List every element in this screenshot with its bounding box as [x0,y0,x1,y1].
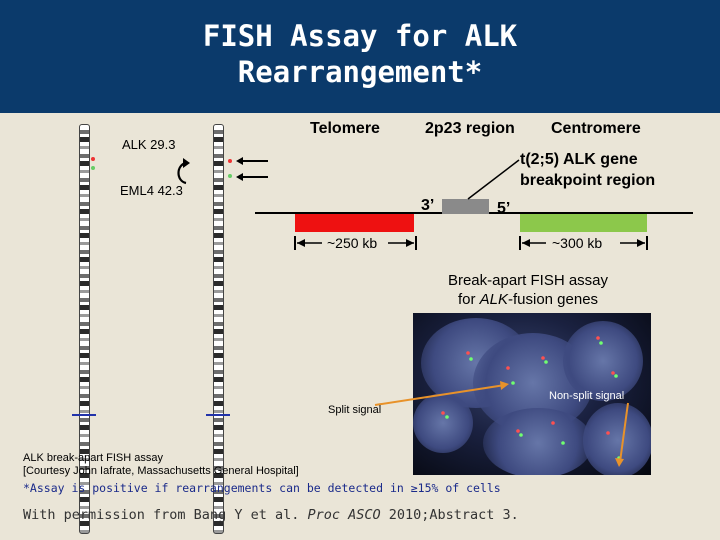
alk-signal-green-left [91,166,95,170]
alk-signal-red-right [228,159,232,163]
split-signal-arrow-icon [374,384,506,406]
image-credit-line-1: ALK break-apart FISH assay [23,452,164,464]
alk-band-label: ALK 29.3 [122,137,176,152]
chromosome-2-right [213,124,224,534]
five-prime-label: 5’ [497,200,511,217]
chromosome-2-left [79,124,90,534]
breakpoint-label: t(2;5) ALK gene breakpoint region [520,149,655,191]
image-credit-line-2: [Courtesy John Iafrate, Massachusetts Ge… [23,465,299,477]
fish-caption: Break-apart FISH assay for ALK-fusion ge… [413,271,643,309]
probe-5prime-green [520,214,647,232]
breakpoint-region [442,199,489,214]
left-size-label: ~250 kb [327,235,378,251]
split-signal-label: Split signal [328,404,382,416]
positivity-criterion: *Assay is positive if rearrangements can… [23,481,501,495]
permission-footnote: With permission from Bang Y et al. Proc … [23,507,519,523]
left-span-arrow-icon [297,239,305,247]
title-line-1: FISH Assay for ALK [202,19,518,53]
fish-caption-line-1: Break-apart FISH assay [447,272,609,289]
title-line-2: Rearrangement* [237,55,483,89]
fish-caption-line-2: for ALK-fusion genes [457,291,599,308]
alk-signal-red-left [91,157,95,161]
slide-title: FISH Assay for ALK Rearrangement* [0,18,720,90]
title-banner: FISH Assay for ALK Rearrangement* [0,0,720,113]
breakpoint-label-line-1: t(2;5) ALK gene [520,151,638,168]
breakpoint-label-line-2: breakpoint region [520,172,656,189]
image-credit: ALK break-apart FISH assay [Courtesy Joh… [23,452,299,478]
probe-3prime-red [295,214,414,232]
non-split-signal-label: Non-split signal [549,390,625,402]
non-split-signal-arrow-icon [619,402,629,463]
alk-signal-green-right [228,174,232,178]
breakpoint-callout-line [467,159,520,200]
eml4-band-label: EML4 42.3 [120,183,183,198]
fish-micrograph [413,313,651,475]
right-size-label: ~300 kb [552,235,603,251]
region-label: 2p23 region [425,120,515,137]
fish-signal-dots [441,336,621,460]
three-prime-label: 3’ [421,197,435,214]
telomere-label: Telomere [310,120,380,137]
centromere-label: Centromere [551,120,641,137]
right-span-arrow-icon [522,239,530,247]
